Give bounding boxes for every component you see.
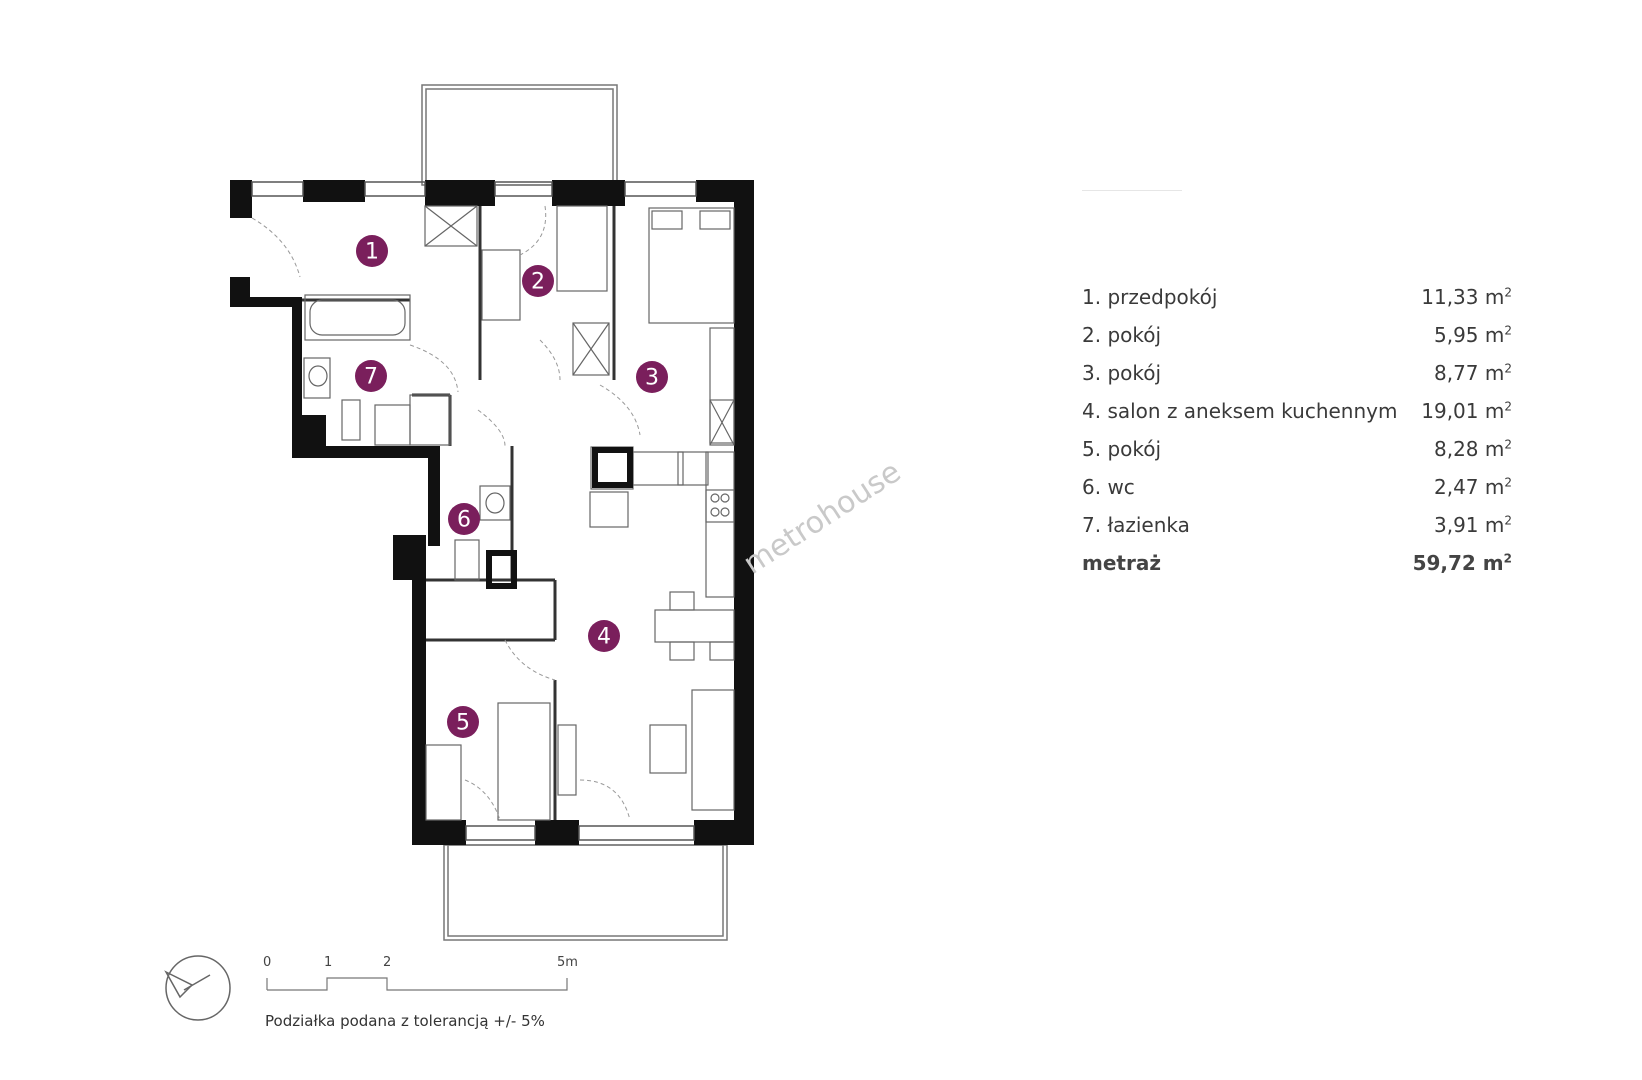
legend-row-4: 4. salon z aneksem kuchennym 19,01 m2 — [1082, 392, 1512, 430]
watermark: metrohouse — [737, 454, 907, 581]
svg-text:1: 1 — [365, 240, 379, 265]
legend-row-1: 1. przedpokój 11,33 m2 — [1082, 278, 1512, 316]
svg-text:3: 3 — [645, 366, 659, 391]
room-name: 1. przedpokój — [1082, 285, 1218, 309]
legend-row-3: 3. pokój 8,77 m2 — [1082, 354, 1512, 392]
scale-tick-1: 1 — [324, 955, 332, 970]
legend-total-row: metraż 59,72 m2 — [1082, 544, 1512, 582]
room-markers: 1 2 3 4 5 6 7 — [355, 235, 668, 738]
legend-divider — [1082, 190, 1182, 191]
room-name: 5. pokój — [1082, 437, 1162, 461]
room-area: 11,33 m2 — [1421, 285, 1512, 309]
door-swings — [251, 205, 641, 821]
balcony-bottom — [443, 844, 728, 941]
room-name: 7. łazienka — [1082, 513, 1190, 537]
room-name: 2. pokój — [1082, 323, 1162, 347]
svg-text:6: 6 — [457, 508, 471, 533]
total-area: 59,72 m2 — [1412, 551, 1512, 575]
marker-dot — [356, 235, 388, 267]
scale-tick-5m: 5m — [557, 955, 578, 970]
legend-row-5: 5. pokój 8,28 m2 — [1082, 430, 1512, 468]
room-marker-7: 7 — [355, 360, 387, 392]
room-area: 2,47 m2 — [1433, 475, 1512, 499]
svg-text:7: 7 — [364, 365, 378, 390]
room-name: 4. salon z aneksem kuchennym — [1082, 399, 1398, 423]
room-marker-3: 3 — [636, 361, 668, 393]
windows — [251, 181, 697, 841]
room-marker-2: 2 — [522, 265, 554, 297]
room-name: 3. pokój — [1082, 361, 1162, 385]
marker-dot — [588, 620, 620, 652]
scale-tick-0: 0 — [263, 955, 271, 970]
svg-text:4: 4 — [597, 625, 611, 650]
balcony-top — [421, 84, 618, 186]
room-marker-4: 4 — [588, 620, 620, 652]
marker-dot — [636, 361, 668, 393]
marker-dot — [447, 706, 479, 738]
north-arrow-icon — [164, 955, 231, 1021]
room-marker-6: 6 — [448, 503, 480, 535]
room-marker-5: 5 — [447, 706, 479, 738]
marker-dot — [355, 360, 387, 392]
area-legend: 1. przedpokój 11,33 m2 2. pokój 5,95 m2 … — [1082, 278, 1512, 582]
legend-row-2: 2. pokój 5,95 m2 — [1082, 316, 1512, 354]
furniture — [303, 205, 735, 821]
marker-dot — [522, 265, 554, 297]
room-area: 19,01 m2 — [1421, 399, 1512, 423]
room-name: 6. wc — [1082, 475, 1135, 499]
scale-note: Podziałka podana z tolerancją +/- 5% — [265, 1012, 545, 1030]
room-area: 5,95 m2 — [1433, 323, 1512, 347]
legend-row-7: 7. łazienka 3,91 m2 — [1082, 506, 1512, 544]
room-area: 3,91 m2 — [1433, 513, 1512, 537]
room-area: 8,77 m2 — [1433, 361, 1512, 385]
legend-row-6: 6. wc 2,47 m2 — [1082, 468, 1512, 506]
room-marker-1: 1 — [356, 235, 388, 267]
svg-text:5: 5 — [456, 711, 470, 736]
shafts — [300, 415, 633, 589]
svg-text:2: 2 — [531, 270, 545, 295]
scale-bar: 0 1 2 5m Podziałka podana z tolerancją +… — [263, 955, 578, 1030]
scale-tick-2: 2 — [383, 955, 391, 970]
marker-dot — [448, 503, 480, 535]
room-area: 8,28 m2 — [1433, 437, 1512, 461]
total-label: metraż — [1082, 551, 1161, 575]
